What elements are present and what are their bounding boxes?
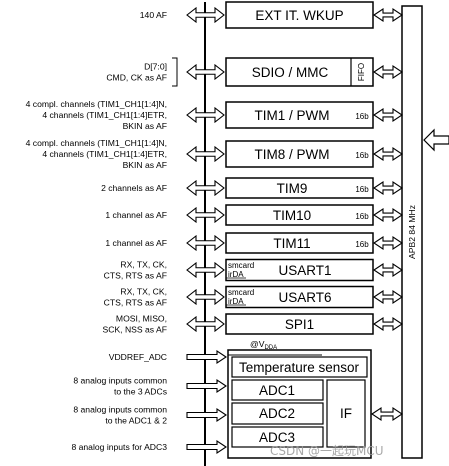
tim8-pin-label: 4 channels (TIM1_CH1[1:4]ETR,: [42, 149, 167, 159]
tim1-pin-label: BKIN as AF: [123, 121, 167, 131]
tim1-pin-label: 4 channels (TIM1_CH1[1:4]ETR,: [42, 110, 167, 120]
adc-input-arrow: [186, 378, 227, 394]
usart1-pin-label: RX, TX, CK,: [120, 260, 167, 270]
tim10-pin-label: 1 channel as AF: [105, 210, 167, 220]
tim11-pin-label: 1 channel as AF: [105, 238, 167, 248]
spi1-block: [225, 313, 374, 335]
tim9-pin-arrow: [186, 179, 225, 197]
adc-input-label: to the ADC1 & 2: [105, 416, 167, 426]
spi1-pin-label: MOSI, MISO,: [116, 314, 167, 324]
usart1-pin-arrow: [186, 261, 225, 279]
tim1-block: [225, 101, 374, 129]
tim10-name: TIM10: [273, 208, 311, 223]
tim9-width-badge: 16b: [355, 185, 369, 194]
tim1-name: TIM1 / PWM: [255, 108, 330, 123]
adc-if-label: IF: [340, 406, 352, 421]
tim11-width-badge: 16b: [355, 240, 369, 249]
tim9-pin-label: 2 channels as AF: [101, 183, 167, 193]
adc-input-arrow: [186, 407, 227, 423]
tim11-name: TIM11: [273, 236, 310, 251]
usart6-smcard-label: smcard: [228, 288, 254, 297]
sdio-pin-arrow: [186, 63, 225, 81]
tim10-pin-arrow: [186, 206, 225, 224]
sdio-fifo-label: FIFO: [357, 63, 366, 81]
tim1-bus-arrow: [373, 107, 403, 123]
usart6-pin-arrow: [186, 288, 225, 306]
adc-input-label: to the 3 ADCs: [114, 387, 167, 397]
usart1-bus-arrow: [373, 262, 403, 278]
adc2-label: ADC2: [259, 406, 295, 421]
usart1-name: USART1: [278, 263, 331, 278]
spi1-name: SPI1: [285, 317, 314, 332]
adc1-label: ADC1: [259, 383, 295, 398]
spi1-pin-label: SCK, NSS as AF: [103, 325, 167, 335]
tim8-pin-label: BKIN as AF: [123, 160, 167, 170]
usart6-block: [225, 285, 374, 309]
adc-input-arrow: [186, 349, 227, 365]
sdio-name: SDIO / MMC: [252, 65, 329, 80]
exti-block: [225, 1, 374, 29]
tim8-pin-arrow: [186, 145, 225, 163]
tim11-bus-arrow: [373, 235, 403, 251]
tim11-pin-arrow: [186, 234, 225, 252]
exti-pin-arrow: [186, 6, 225, 24]
tim8-block: [225, 140, 374, 168]
usart1-smcard-label: smcard: [228, 261, 254, 270]
tim9-name: TIM9: [277, 181, 308, 196]
adc-input-label: 8 analog inputs for ADC3: [71, 442, 167, 452]
usart6-name: USART6: [278, 290, 331, 305]
adc-input-label: 8 analog inputs common: [73, 376, 167, 386]
tim1-width-badge: 16b: [355, 112, 369, 121]
watermark: CSDN @一起玩MCU: [270, 444, 384, 458]
usart6-pin-label: CTS, RTS as AF: [104, 298, 167, 308]
sdio-block: [225, 57, 374, 87]
tim8-name: TIM8 / PWM: [255, 147, 330, 162]
tim8-width-badge: 16b: [355, 151, 369, 160]
usart1-pin-label: CTS, RTS as AF: [104, 271, 167, 281]
sdio-pin-label: D[7:0]: [144, 62, 167, 72]
tim9-bus-arrow: [373, 180, 403, 196]
adc-bus-arrow: [371, 406, 403, 422]
tim8-bus-arrow: [373, 146, 403, 162]
apb2-bus-label: APB2 84 MHz: [407, 205, 417, 259]
usart1-irda-label: irDA: [228, 270, 244, 279]
tim10-bus-arrow: [373, 207, 403, 223]
tim8-pin-label: 4 compl. channels (TIM1_CH1[1:4]N,: [26, 138, 167, 148]
adc3-block: [231, 426, 324, 448]
adc-input-label: 8 analog inputs common: [73, 405, 167, 415]
sdio-pin-label: CMD, CK as AF: [106, 73, 167, 83]
temperature-sensor-block: [231, 356, 368, 378]
spi1-pin-arrow: [186, 315, 225, 333]
temperature-sensor-label: Temperature sensor: [239, 360, 360, 375]
adc3-label: ADC3: [259, 430, 295, 445]
tim9-block: [225, 177, 374, 199]
tim11-block: [225, 232, 374, 254]
exti-name: EXT IT. WKUP: [255, 8, 343, 23]
adc1-block: [231, 379, 324, 401]
tim10-block: [225, 204, 374, 226]
tim10-width-badge: 16b: [355, 212, 369, 221]
adc-if-block: [326, 379, 366, 448]
adc-input-label: VDDREF_ADC: [109, 352, 167, 362]
exti-pin-label: 140 AF: [140, 10, 167, 20]
usart6-pin-label: RX, TX, CK,: [120, 287, 167, 297]
tim1-pin-arrow: [186, 106, 225, 124]
apb2-bus-arrow: [423, 128, 449, 152]
adc-input-arrow: [186, 439, 227, 455]
apb2-bus: [401, 5, 423, 459]
usart6-irda-label: irDA: [228, 297, 244, 306]
vdda-label: @VDDA: [250, 339, 277, 351]
sdio-bus-arrow: [373, 64, 403, 80]
usart1-block: [225, 258, 374, 282]
tim1-pin-label: 4 compl. channels (TIM1_CH1[1:4]N,: [26, 99, 167, 109]
usart6-bus-arrow: [373, 289, 403, 305]
adc2-block: [231, 402, 324, 425]
spi1-bus-arrow: [373, 316, 403, 332]
sdio-pin-bracket: [172, 57, 178, 87]
exti-bus-arrow: [373, 7, 403, 23]
